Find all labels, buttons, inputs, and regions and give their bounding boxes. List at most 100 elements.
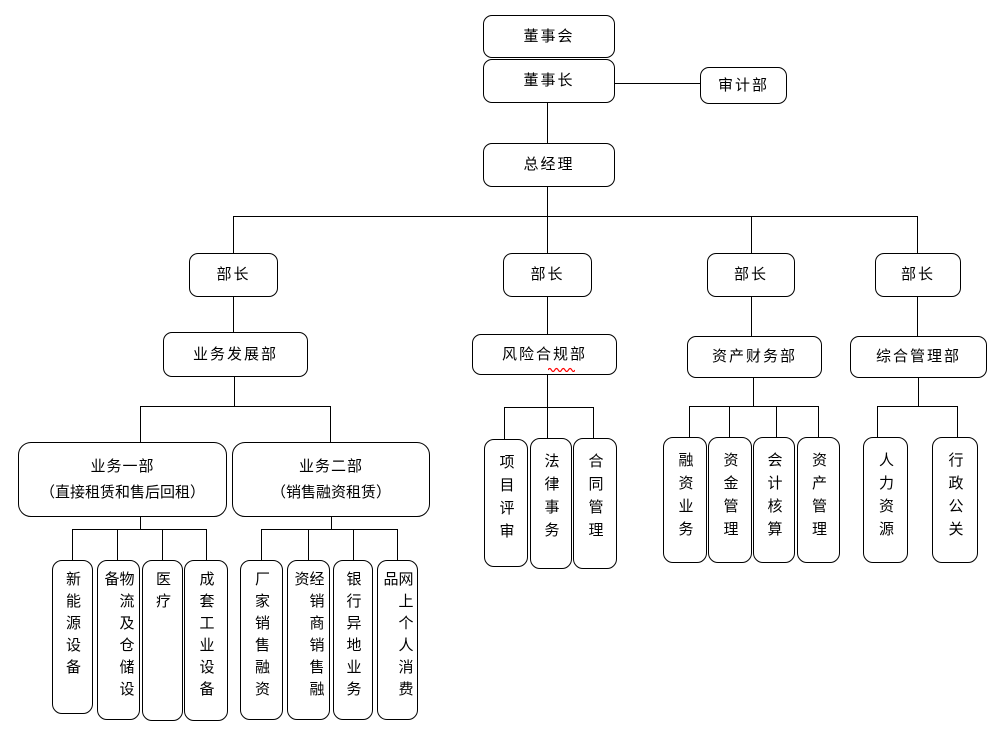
leaf-label: 厂家销售融资 [253, 571, 271, 703]
connector-drop [547, 407, 548, 439]
leaf-label: 银行异地业务 [344, 571, 363, 703]
leaf-label: 物流及仓储设备 [102, 571, 136, 703]
node-dept-risk-compliance: 风险合规部 [472, 334, 617, 375]
node-dept-general-admin: 综合管理部 [850, 336, 987, 378]
node-business-unit-2: 业务二部 （销售融资租赁） [232, 442, 430, 517]
connector-bus-bizunit2 [330, 406, 331, 442]
node-leaf-admin-public-relations: 行政公关 [932, 437, 978, 563]
connector-drop [308, 529, 309, 560]
node-business-unit-2-subtitle: （销售融资租赁） [270, 482, 391, 501]
leaf-label: 法律事务 [542, 453, 561, 545]
node-board: 董事会 [483, 15, 615, 58]
node-leaf-bank-remote-business: 银行异地业务 [333, 560, 373, 720]
connector-bus-bizunit1 [140, 406, 141, 442]
node-minister-4: 部长 [875, 253, 961, 297]
node-minister-3: 部长 [707, 253, 795, 297]
leaf-label: 融资业务 [676, 452, 695, 544]
leaf-label: 新能源设备 [64, 571, 82, 681]
node-dept-asset-finance: 资产财务部 [687, 336, 822, 378]
leaf-label: 经销商销售融资 [292, 571, 326, 703]
connector-drop [877, 406, 878, 437]
connector-drop [206, 529, 207, 560]
node-leaf-project-review: 项目评审 [484, 439, 528, 567]
node-leaf-asset-management: 资产管理 [797, 437, 840, 563]
leaf-label: 资金管理 [721, 452, 740, 544]
node-leaf-dealer-sales-financing: 经销商销售融资 [287, 560, 330, 720]
leaf-label: 行政公关 [946, 452, 965, 544]
connector-drop [353, 529, 354, 560]
connector-bizdev-bus [234, 377, 235, 406]
connector-bizunit1-bus [72, 529, 207, 530]
connector-drop [162, 529, 163, 560]
leaf-label: 项目评审 [497, 454, 516, 546]
connector-minister2-dept [547, 297, 548, 334]
connector-bus-minister1 [233, 216, 234, 253]
node-leaf-logistics-warehouse-equipment: 物流及仓储设备 [97, 560, 140, 720]
connector-genadmin-bus [918, 378, 919, 406]
connector-chairman-audit [615, 83, 700, 84]
node-minister-1: 部长 [189, 253, 278, 297]
connector-bizunit1-bus [140, 517, 141, 529]
node-business-unit-1-title: 业务一部 [90, 457, 155, 475]
node-audit-dept-label: 审计部 [717, 75, 769, 94]
node-minister-label: 部长 [530, 265, 565, 284]
connector-minister1-dept [233, 297, 234, 332]
node-leaf-accounting: 会计核算 [753, 437, 795, 563]
node-business-unit-1: 业务一部 （直接租赁和售后回租） [18, 442, 227, 517]
node-minister-2: 部长 [503, 253, 592, 297]
node-minister-label: 部长 [900, 265, 935, 284]
connector-drop [261, 529, 262, 560]
node-dept-business-development: 业务发展部 [163, 332, 308, 377]
leaf-label: 合同管理 [586, 453, 605, 545]
node-business-unit-1-subtitle: （直接租赁和售后回租） [39, 482, 205, 501]
node-leaf-online-consumer-goods: 网上个人消费品 [377, 560, 418, 720]
node-board-label: 董事会 [523, 26, 575, 45]
connector-minister3-dept [751, 297, 752, 336]
leaf-label: 医疗 [154, 571, 172, 615]
node-minister-label: 部长 [216, 265, 251, 284]
node-leaf-financing-business: 融资业务 [663, 437, 707, 563]
connector-drop [776, 406, 777, 437]
node-audit-dept: 审计部 [700, 67, 787, 104]
connector-drop [689, 406, 690, 437]
connector-drop [593, 407, 594, 439]
connector-drop [729, 406, 730, 437]
connector-bizdev-bus [140, 406, 331, 407]
node-leaf-legal-affairs: 法律事务 [530, 438, 572, 569]
leaf-label: 网上个人消费品 [381, 571, 415, 703]
connector-assetfin-bus [689, 406, 818, 407]
connector-bizunit2-bus [261, 529, 398, 530]
node-leaf-contract-management: 合同管理 [573, 438, 617, 569]
node-dept-label: 综合管理部 [875, 347, 961, 366]
connector-bus-minister3 [751, 216, 752, 253]
leaf-label: 会计核算 [765, 452, 784, 544]
node-dept-label: 资产财务部 [711, 347, 797, 366]
connector-gm-mainbus [547, 187, 548, 216]
node-business-unit-2-title: 业务二部 [298, 457, 363, 475]
connector-drop [117, 529, 118, 560]
connector-bus-minister4 [917, 216, 918, 253]
connector-minister4-dept [917, 297, 918, 336]
node-leaf-funds-management: 资金管理 [708, 437, 752, 563]
leaf-label: 资产管理 [810, 452, 828, 544]
connector-main-bus [233, 216, 918, 217]
node-chairman: 董事长 [483, 59, 615, 103]
node-dept-label: 业务发展部 [192, 344, 278, 363]
node-general-manager-label: 总经理 [523, 155, 575, 174]
connector-genadmin-bus [877, 406, 957, 407]
connector-drop [504, 407, 505, 439]
node-leaf-medical: 医疗 [142, 560, 183, 721]
leaf-label: 人力资源 [877, 452, 895, 544]
leaf-label: 成套工业设备 [197, 571, 216, 703]
spellcheck-squiggle-icon [548, 367, 575, 372]
connector-risk-bus [504, 407, 594, 408]
node-leaf-new-energy-equipment: 新能源设备 [52, 560, 93, 714]
node-leaf-complete-industrial-equipment: 成套工业设备 [184, 560, 228, 721]
node-general-manager: 总经理 [483, 143, 615, 187]
connector-risk-bus [547, 375, 548, 407]
connector-drop [397, 529, 398, 560]
node-minister-label: 部长 [733, 265, 768, 284]
connector-assetfin-bus [753, 378, 754, 406]
connector-drop [818, 406, 819, 437]
